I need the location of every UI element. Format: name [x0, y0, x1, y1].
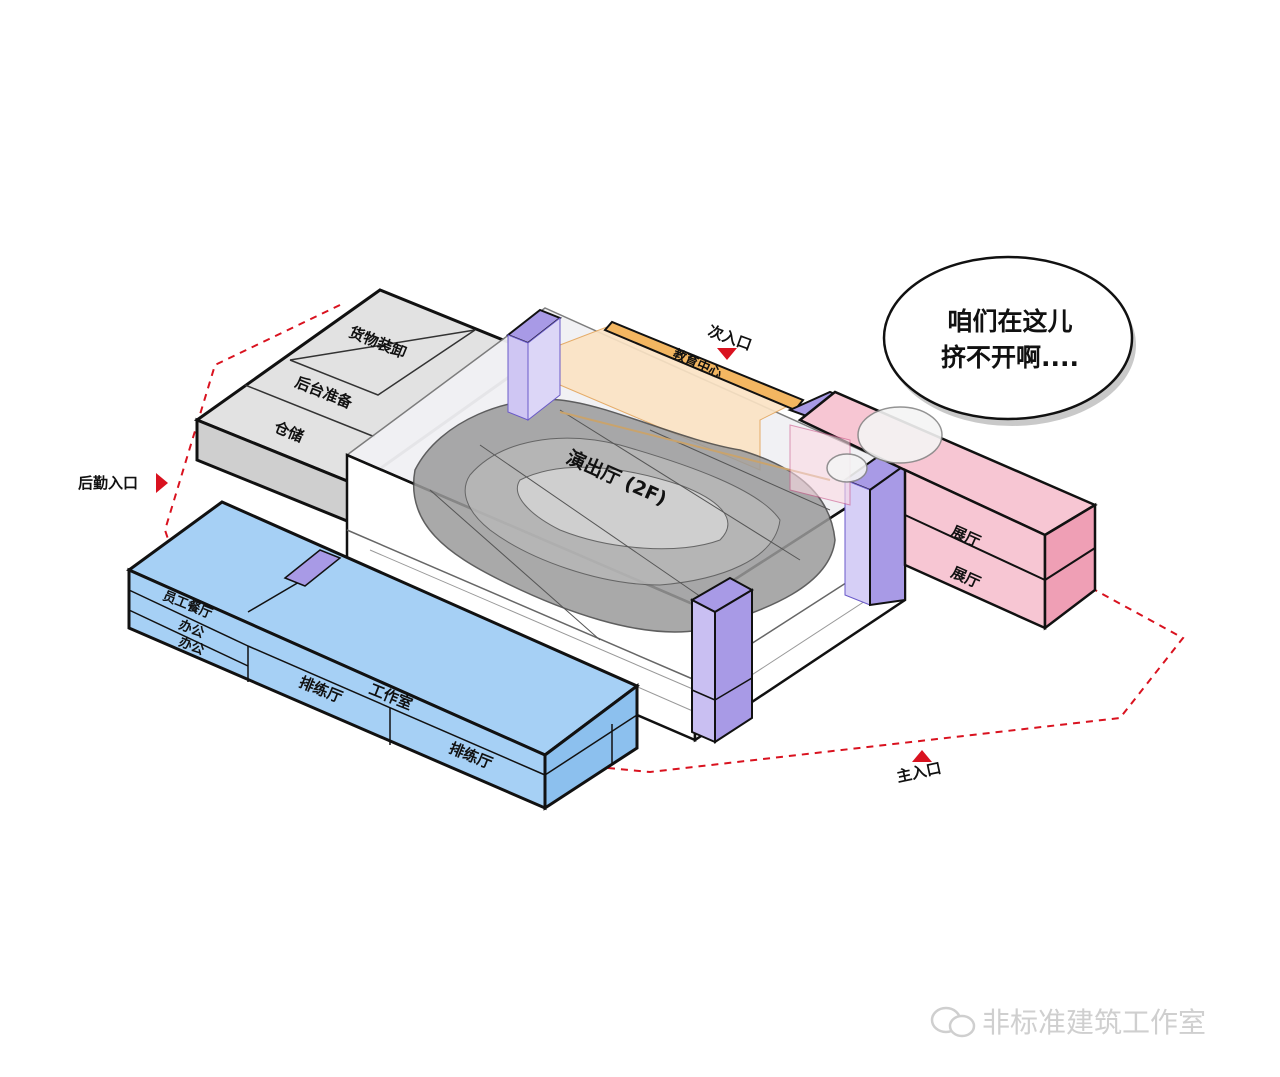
watermark	[932, 1008, 974, 1036]
circulation-core-south	[692, 578, 752, 742]
logistics-entrance-arrow	[156, 473, 168, 493]
wechat-icon	[932, 1008, 974, 1036]
label-main-entrance: 主入口	[895, 759, 943, 786]
secondary-entrance-arrow	[717, 348, 737, 360]
bubble-line-2: 挤不开啊....	[941, 343, 1079, 372]
bubble-line-1: 咱们在这儿	[947, 307, 1072, 336]
label-logistics-entrance: 后勤入口	[78, 474, 138, 492]
watermark-text: 非标准建筑工作室	[982, 1006, 1206, 1039]
